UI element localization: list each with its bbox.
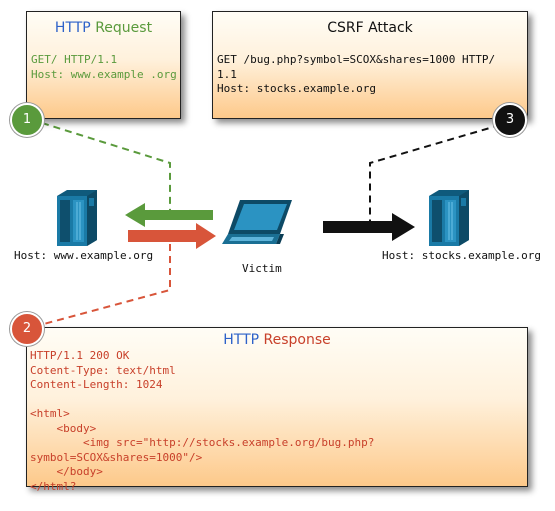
step-1-badge: 1 — [10, 103, 44, 137]
http-request-title-http: HTTP — [54, 20, 91, 36]
attack-arrow — [323, 213, 415, 241]
http-response-body: HTTP/1.1 200 OK Cotent-Type: text/html C… — [30, 349, 375, 493]
csrf-attack-body: GET /bug.php?symbol=SCOX&shares=1000 HTT… — [217, 53, 496, 95]
laptop-icon — [222, 200, 292, 244]
request-arrow — [125, 203, 213, 227]
http-request-title: HTTP Request — [27, 20, 180, 36]
http-request-note: HTTP Request GET/ HTTP/1.1 Host: www.exa… — [26, 11, 181, 119]
http-response-title-word: Response — [263, 332, 331, 348]
server-icon — [57, 190, 97, 246]
step-3-badge: 3 — [493, 103, 527, 137]
left-server-label: Host: www.example.org — [14, 249, 154, 262]
step-2-badge: 2 — [10, 312, 44, 346]
csrf-attack-note: CSRF Attack GET /bug.php?symbol=SCOX&sha… — [212, 11, 528, 119]
csrf-attack-title: CSRF Attack — [327, 20, 413, 36]
http-request-title-word: Request — [95, 20, 153, 36]
http-response-title-http: HTTP — [223, 332, 260, 348]
attack-connector — [369, 124, 501, 222]
http-response-title: HTTP Response — [27, 332, 527, 348]
http-response-note: HTTP Response HTTP/1.1 200 OK Cotent-Typ… — [26, 327, 528, 493]
victim-label: Victim — [242, 262, 282, 275]
response-arrow — [128, 223, 216, 249]
right-server-label: Host: stocks.example.org — [382, 249, 541, 262]
response-connector — [39, 244, 171, 326]
server-icon — [429, 190, 469, 246]
http-request-body: GET/ HTTP/1.1 Host: www.example .org — [31, 53, 177, 81]
request-connector — [41, 122, 171, 212]
